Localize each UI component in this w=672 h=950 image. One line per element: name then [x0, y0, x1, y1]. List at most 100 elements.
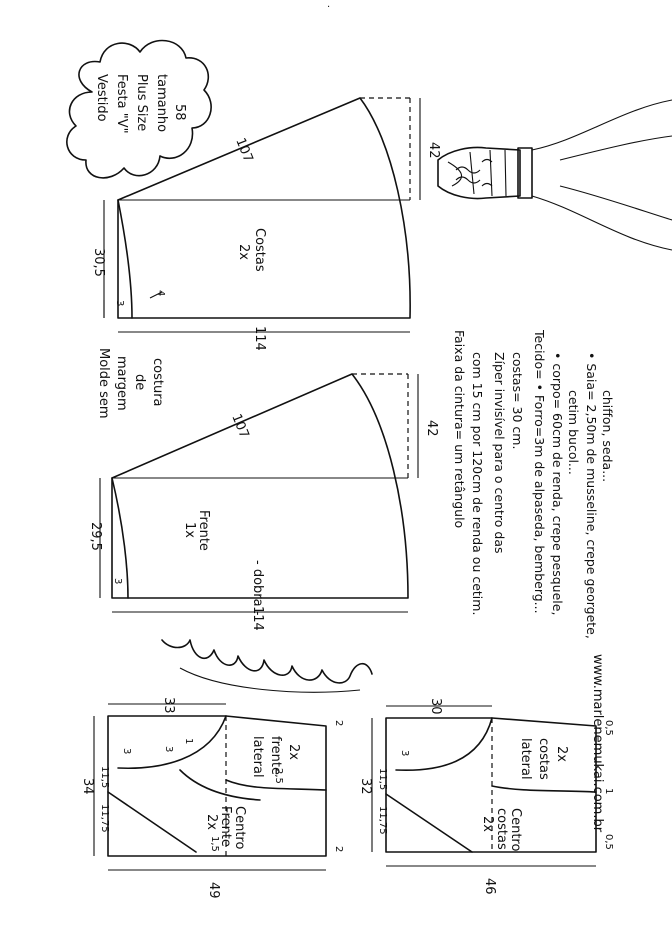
note-line9: chiffon, seda...	[600, 390, 615, 482]
bf-lateral-label: lateral	[250, 736, 265, 778]
frente-skirt-piece: 29,5 3 114 42 107 Frente 1x - dobra -	[88, 373, 439, 631]
bodice-back-side-seam	[491, 785, 597, 793]
costas-waist-curve	[117, 199, 133, 319]
frente-fold: - dobra -	[250, 560, 265, 616]
molde-note: Molde sem margem de costura	[96, 348, 165, 419]
bb-dim-e: 0,5	[603, 834, 614, 850]
costas-count: 2x	[236, 244, 251, 260]
bf-dim-c: 3	[121, 748, 132, 754]
waist-band	[517, 147, 533, 199]
skirt-line-top	[531, 99, 672, 151]
title-cloud: Vestido Festa "V" Plus Size tamanho 58	[66, 39, 212, 179]
lace-pattern	[455, 158, 493, 187]
costas-dim-side: 42	[426, 142, 441, 159]
signature-underline	[179, 667, 361, 693]
molde-line1: Molde sem	[96, 348, 111, 419]
neckline	[447, 161, 463, 187]
note-line4: costas= 30 cm.	[510, 352, 525, 449]
skirt-line-bottom	[531, 195, 672, 251]
frente-name: Frente	[196, 510, 211, 551]
dress-illustration	[437, 99, 672, 251]
stray-mark: ·	[327, 2, 330, 13]
molde-line3: de	[132, 374, 147, 390]
skirt-fold-2	[559, 185, 672, 221]
frente-dim-side: 42	[424, 420, 439, 437]
bb-dim-d: 0,5	[603, 720, 614, 736]
title-line3: Plus Size	[134, 74, 149, 131]
bf-dim-bottom: 49	[206, 882, 221, 899]
bb-lateral-count: 2x	[554, 746, 569, 762]
bb-dim-height: 32	[358, 778, 373, 795]
note-line7: cetim bucol...	[566, 390, 581, 475]
title-line2: Festa "V"	[114, 74, 129, 134]
bb-center-count: 2x	[480, 816, 495, 832]
skirt-fold-1	[559, 135, 672, 161]
cloud-outline	[66, 39, 212, 179]
note-line2: com 15 cm por 120cm de renda ou cetim.	[470, 352, 485, 615]
note-line8: • Saia= 2,50m de musseline, crepe george…	[584, 352, 599, 639]
bb-center-label: Centro	[508, 808, 523, 851]
costas-dim-small: 3	[114, 300, 125, 306]
bb-lateral-label2: costas	[536, 738, 551, 780]
bf-center-count: 2x	[204, 814, 219, 830]
bb-center-label2: costas	[494, 808, 509, 850]
bb-dim-c: 3	[399, 750, 410, 756]
website: www.marlenemukai.com.br	[590, 654, 605, 833]
bf-center-label2: Frente	[218, 806, 233, 847]
bf-dim-b: 11,5	[99, 766, 110, 788]
costas-dim-length: 114	[252, 326, 267, 351]
costas-dim-curve: 4	[155, 290, 166, 296]
bf-dim-f: 2	[333, 720, 344, 726]
bodice-back-armhole	[395, 717, 493, 772]
costas-dim-top: 30,5	[91, 248, 106, 277]
bf-lateral-label2: frente	[268, 736, 283, 775]
frente-waist-curve	[111, 477, 129, 599]
costas-curve-arrow	[149, 291, 163, 299]
bodice-back-piece: 30 32 46 11,75 11,5 3 0,5 0,5 1 Centro c…	[358, 698, 614, 895]
bb-dim-b: 11,5	[377, 768, 388, 790]
title-line5: 58	[172, 104, 187, 121]
bb-dim-a: 11,75	[377, 806, 388, 835]
title-line1: Vestido	[94, 74, 109, 122]
signature-scribble	[161, 639, 373, 684]
bf-dim-h: 2,5	[273, 768, 284, 784]
frente-count: 1x	[182, 522, 197, 538]
bodice-shape	[437, 146, 521, 200]
note-line3: Zíper invisível para o centro das	[492, 352, 507, 554]
bb-lateral-label: lateral	[518, 738, 533, 780]
frente-dim-top: 29,5	[88, 522, 103, 551]
bodice-back-v-neck	[385, 793, 473, 853]
bf-center-label: Centro	[232, 806, 247, 849]
bb-dim-f: 1	[603, 788, 614, 794]
bb-dim-bottom: 46	[482, 878, 497, 895]
bodice-front-side-seam	[225, 779, 327, 791]
fabric-notes: Faixa da cintura= um retângulo com 15 cm…	[452, 329, 615, 639]
frente-dim-small: 3	[112, 578, 123, 584]
bodice-front-armhole	[117, 715, 227, 770]
costas-skirt-piece: 30,5 3 4 114 42 107 Costas 2x	[91, 97, 441, 351]
costas-outline	[117, 97, 411, 319]
signature	[161, 639, 373, 693]
bf-dim-i: 1	[183, 738, 194, 744]
bf-dim-e: 1,5	[209, 836, 220, 852]
bf-dim-top: 33	[161, 697, 176, 714]
frente-dim-length: 114	[250, 606, 265, 631]
bf-dim-height: 34	[80, 778, 95, 795]
bodice-front-v-neck	[107, 791, 197, 853]
title-line4: tamanho	[154, 74, 169, 132]
bodice-front-piece: 33 34 49 11,75 11,5 3 3 1,5 2 2 2,5 1 Ce…	[80, 697, 344, 899]
bf-lateral-count: 2x	[286, 744, 301, 760]
bf-dim-a: 11,75	[99, 804, 110, 833]
bodice-front-princess	[179, 769, 261, 801]
note-line5: Tecido= • Forro=3m de alpaseda, bemberg.…	[532, 329, 547, 614]
note-line1: Faixa da cintura= um retângulo	[452, 330, 467, 528]
bb-dim-top: 30	[428, 698, 443, 715]
note-line6: • corpo= 60cm de renda, crepe pesquele,	[550, 352, 565, 615]
bodice-front-outline	[107, 715, 327, 857]
costas-name: Costas	[252, 228, 267, 272]
bf-dim-g: 2	[333, 846, 344, 852]
bf-dim-d: 3	[163, 746, 174, 752]
molde-line4: costura	[150, 358, 165, 407]
molde-line2: margem	[114, 356, 129, 411]
